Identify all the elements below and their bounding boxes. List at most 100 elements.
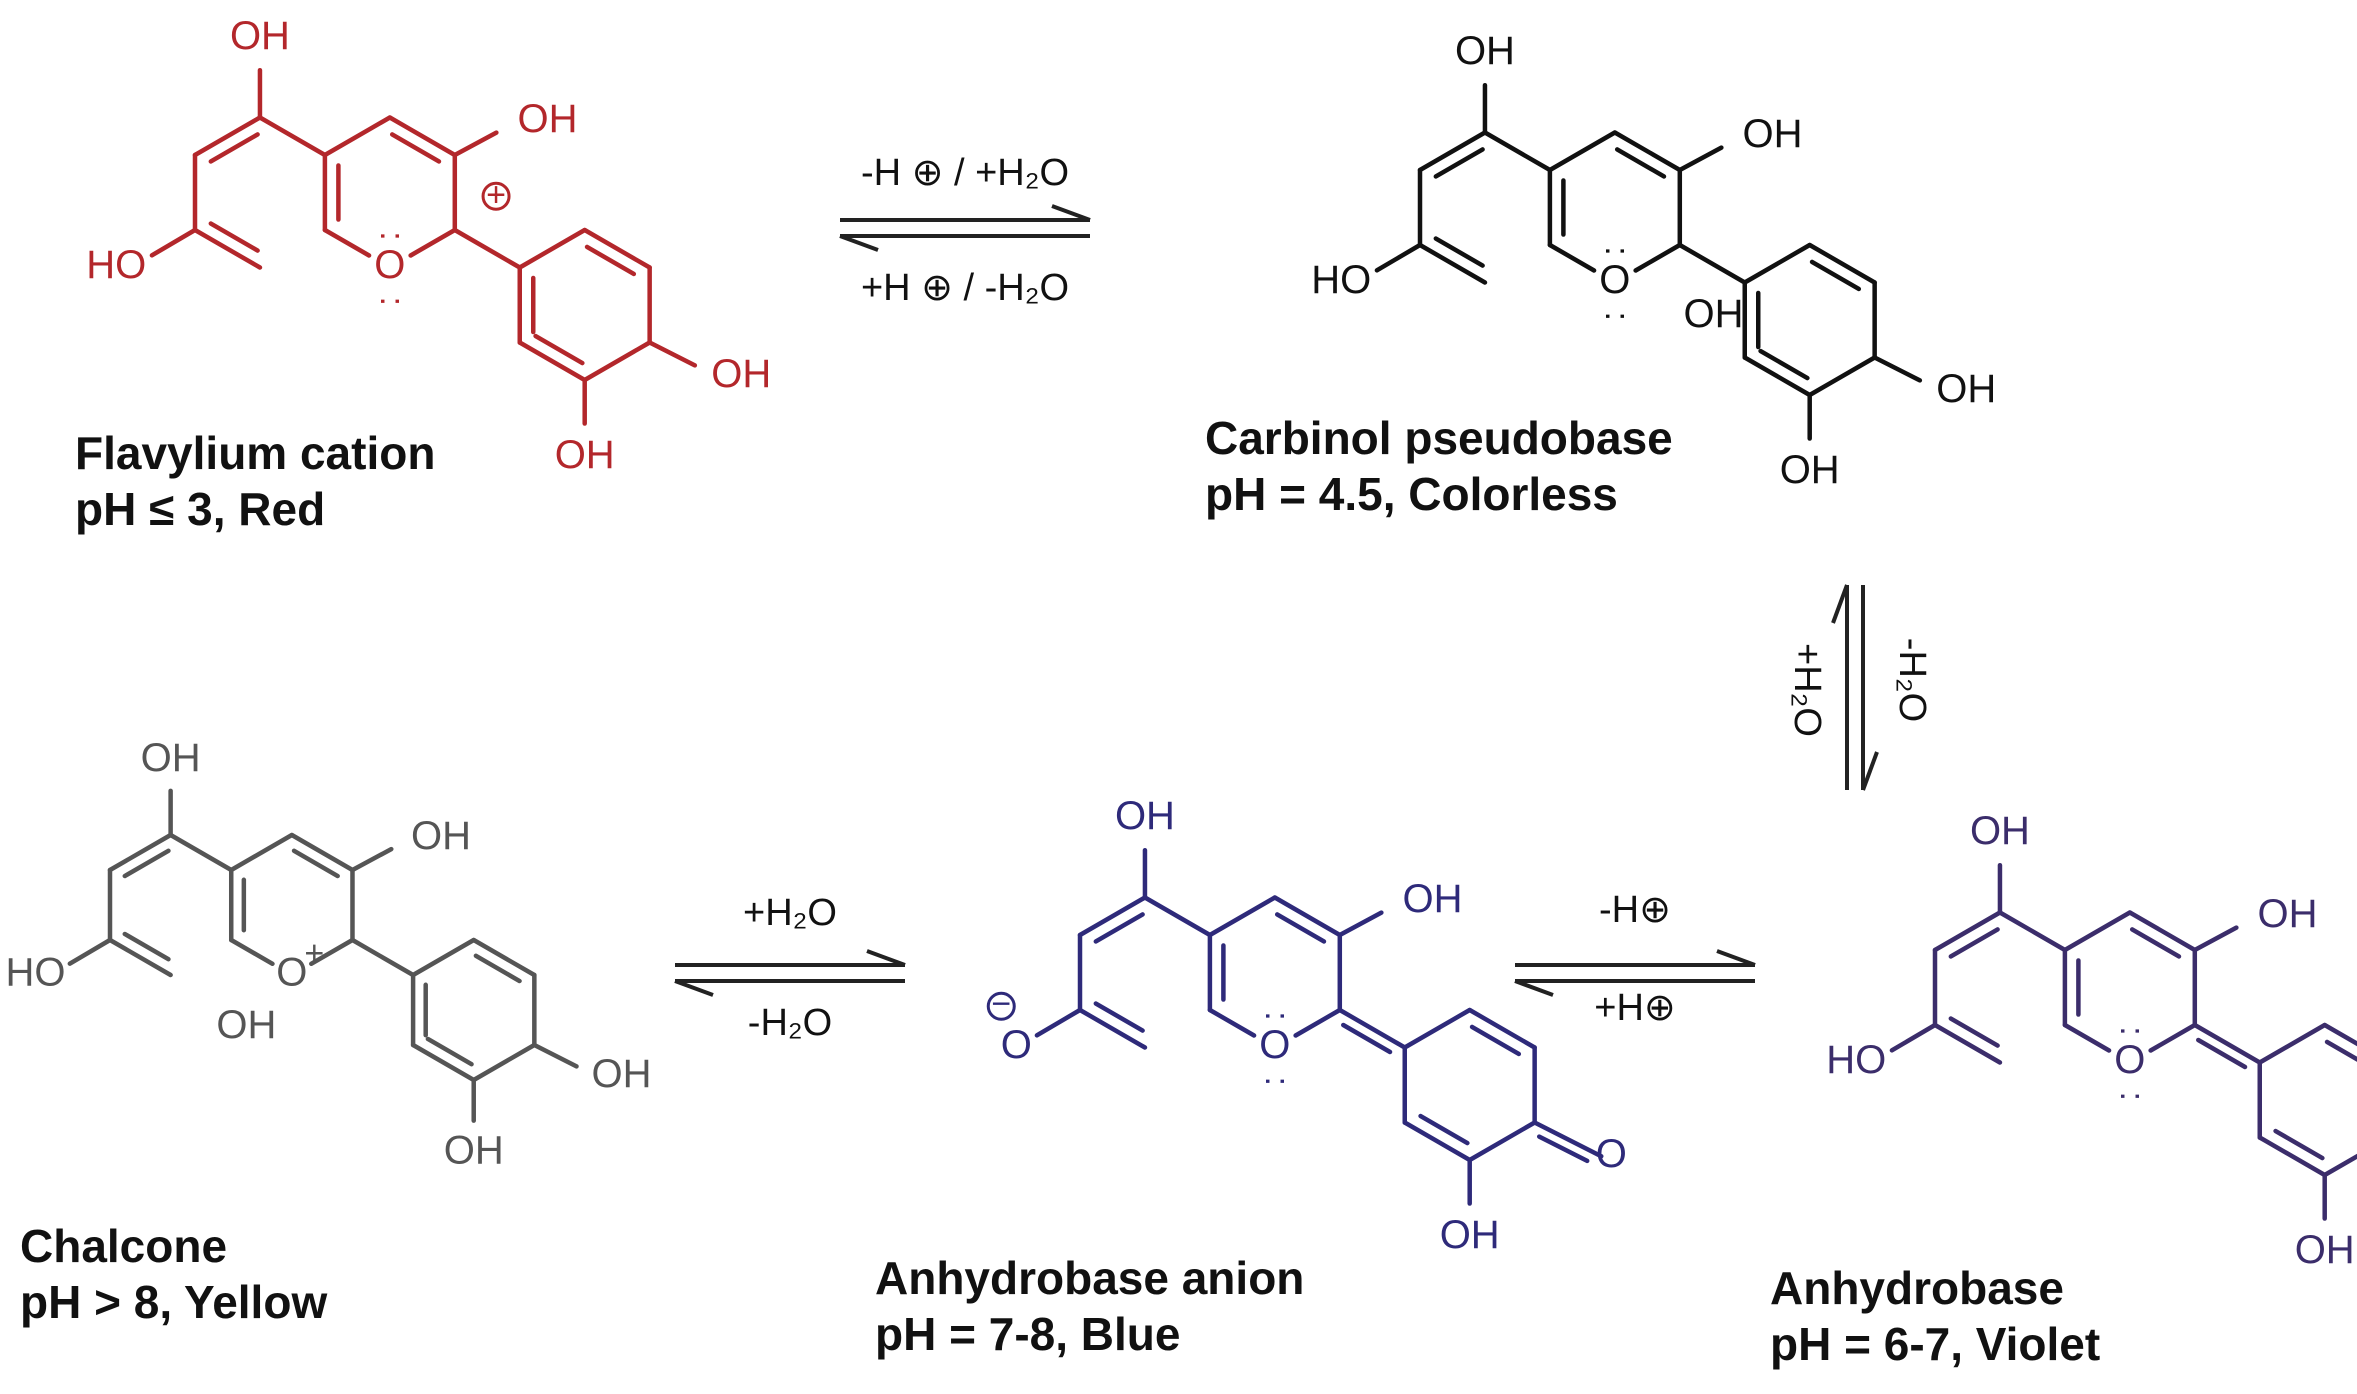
anhydrobase-name: Anhydrobase — [1770, 1262, 2064, 1314]
ring-a-double-bond — [1948, 1016, 2000, 1048]
ring-b-bond — [410, 937, 476, 978]
ring-a-bond — [1997, 910, 2068, 953]
ring-c-bond — [322, 227, 372, 258]
oh3p-label: OH — [444, 1129, 504, 1173]
ring-c-bond — [1207, 1007, 1257, 1038]
anhydrobase-caption: Anhydrobase pH = 6-7, Violet — [1770, 1260, 2100, 1372]
linkage-bond — [452, 227, 522, 270]
chalcone-condition: pH > 8, Yellow — [20, 1276, 328, 1328]
lone-pair: : — [1598, 312, 1636, 321]
chalcone-anion-equilibrium: +H₂O -H₂O — [674, 892, 906, 1044]
oh5-label: OH — [141, 736, 201, 780]
ring-c-bond — [1272, 895, 1343, 938]
oh3p-label: OH — [1780, 448, 1840, 492]
anion-condition: pH = 7-8, Blue — [875, 1308, 1181, 1360]
oh3-label: OH — [411, 814, 471, 858]
ring-b-bond — [410, 1042, 476, 1083]
ring-b-bond — [2322, 1153, 2357, 1178]
ring-c-bond — [408, 227, 458, 258]
anion-circle — [986, 991, 1016, 1021]
chalcone-anion-reverse-label: -H₂O — [748, 1002, 832, 1044]
ring-oxygen: O — [1259, 1023, 1290, 1067]
ring-a-bond — [107, 832, 173, 873]
ring-c-bond — [309, 937, 355, 967]
c8a-oh-label: OH — [216, 1003, 276, 1047]
linkage-double-bond — [2196, 1037, 2248, 1070]
ring-b-bond — [517, 340, 587, 383]
lone-pair: : — [1598, 246, 1636, 255]
ring-b-bond — [582, 227, 652, 270]
ring-a-bond — [1142, 895, 1213, 938]
oh4p-label: O — [1596, 1132, 1627, 1176]
ring-a-bond — [257, 115, 328, 158]
ring-c-bond — [1612, 130, 1683, 173]
anion-anhydro-equilibrium: -H⊕+H⊕ — [1514, 889, 1756, 1029]
oh3-bond — [1337, 910, 1384, 938]
ring-a-double-bond — [1948, 927, 2000, 959]
oh4p-bond — [1872, 355, 1923, 383]
ring-c-bond — [289, 832, 355, 873]
reverse-arrow-head — [839, 234, 879, 252]
oh7-label: HO — [1311, 258, 1371, 302]
oh5-label: OH — [230, 14, 290, 58]
linkage-bond — [1677, 242, 1747, 285]
down-arrow-head — [1861, 751, 1879, 791]
ring-oxygen: O — [2114, 1038, 2145, 1082]
ring-c-bond — [2127, 910, 2198, 953]
ring-b-bond — [1807, 242, 1877, 285]
oh3-label: OH — [518, 97, 578, 141]
carbinol-condition: pH = 4.5, Colorless — [1205, 468, 1618, 520]
carbinol-name: Carbinol pseudobase — [1205, 412, 1673, 464]
ring-b-double-bond — [2273, 1128, 2325, 1161]
oh3-label: OH — [1743, 112, 1803, 156]
ring-c-bond — [1547, 242, 1597, 273]
ring-a-bond — [107, 937, 173, 978]
oh5-label: OH — [1455, 29, 1515, 73]
lone-pair: : — [1258, 1077, 1296, 1086]
carb-anhydro-equilibrium: +H₂O-H₂O — [1786, 584, 1933, 791]
anion-charge: − — [991, 985, 1011, 1023]
ring-oxygen: O — [374, 243, 405, 287]
ring-c-bond — [228, 832, 295, 873]
oh4p-bond — [532, 1042, 579, 1069]
anhydrobase-condition: pH = 6-7, Violet — [1770, 1318, 2101, 1370]
carbinol-caption: Carbinol pseudobase pH = 4.5, Colorless — [1205, 410, 1673, 522]
oh5-label: OH — [1115, 794, 1175, 838]
chalcone-anion-forward-label: +H₂O — [743, 892, 837, 934]
ring-c-double-bond — [2129, 927, 2182, 959]
ring-a-bond — [1077, 1007, 1148, 1050]
ring-c-bond — [2062, 1022, 2112, 1053]
oh7-bond — [1034, 1007, 1083, 1038]
ring-c-bond — [2148, 1022, 2198, 1053]
ring-a-bond — [1077, 895, 1148, 938]
ring-a-double-bond — [1433, 147, 1485, 179]
reverse-arrow-head — [1514, 979, 1554, 997]
forward-arrow-head — [1051, 204, 1091, 222]
carb-anhydro-left-label: +H₂O — [1786, 643, 1828, 737]
oh3-bond — [350, 846, 394, 873]
linkage-bond — [350, 937, 416, 978]
ring-c-double-bond — [1614, 147, 1667, 179]
ring-a-bond — [192, 227, 263, 270]
ring-a-bond — [168, 832, 234, 873]
oh7-label: HO — [6, 951, 66, 995]
ring-b-double-bond — [473, 953, 522, 984]
lone-pair: : — [373, 231, 411, 240]
carbonyl-double-bond — [1536, 1134, 1590, 1164]
flav-carb-equilibrium: -H ⊕ / +H₂O+H ⊕ / -H₂O — [839, 152, 1091, 309]
ring-c-bond — [1293, 1007, 1343, 1038]
oh3-bond — [2192, 925, 2239, 953]
chalcone-caption: Chalcone pH > 8, Yellow — [20, 1218, 327, 1330]
ring-b-double-bond — [1758, 348, 1810, 381]
linkage-bond — [1337, 1007, 1407, 1050]
oh3-bond — [452, 130, 499, 158]
flavylium-name: Flavylium cation — [75, 427, 436, 479]
oh7-label: O — [1001, 1023, 1032, 1067]
oh4p-bond — [647, 340, 698, 368]
oh4p-label: OH — [711, 352, 771, 396]
ring-b-bond — [2322, 1022, 2357, 1047]
ring-b-double-bond — [425, 1036, 474, 1067]
